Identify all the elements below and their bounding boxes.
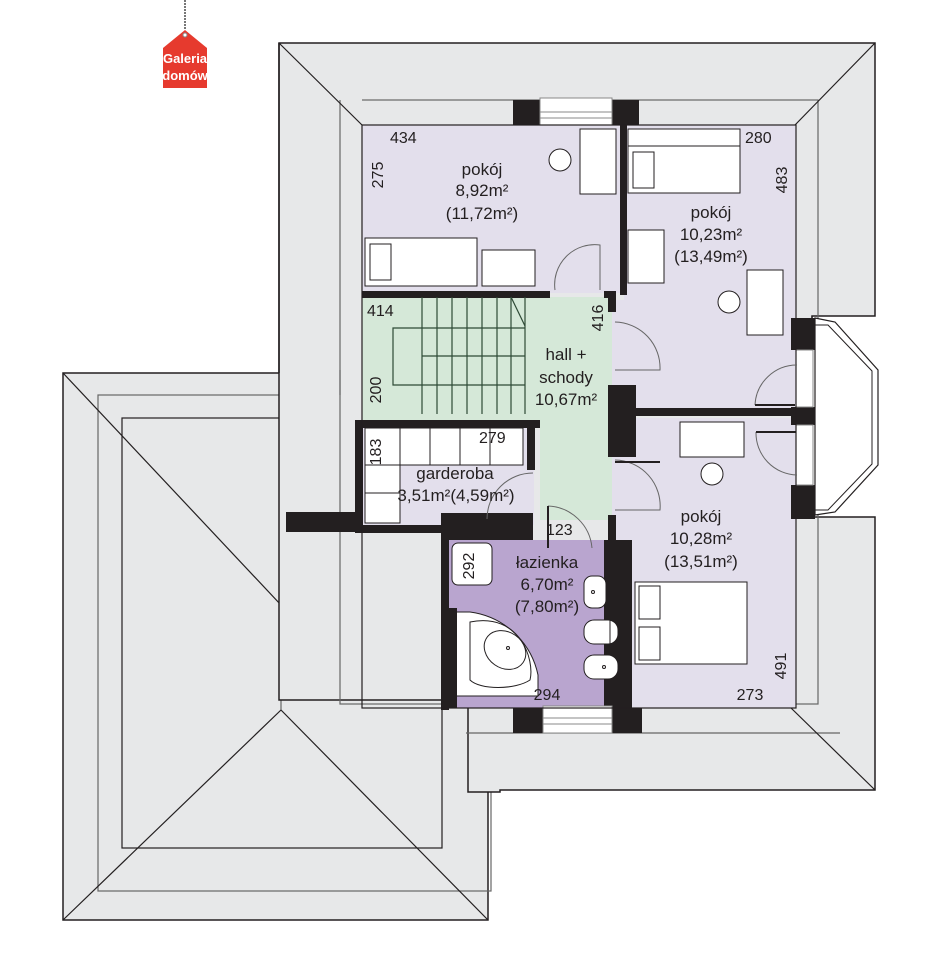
room-area: 10,67m² — [535, 390, 598, 409]
dim-123: 123 — [546, 522, 573, 539]
dim-294: 294 — [534, 687, 561, 704]
door-swing-bathroom — [547, 505, 593, 549]
room-area-total: (7,80m²) — [515, 597, 579, 616]
room-area: 3,51m²(4,59m²) — [397, 486, 514, 505]
dim-200: 200 — [368, 377, 385, 404]
desk-ne — [746, 269, 784, 336]
door-swing-nw — [554, 244, 601, 291]
room-name: pokój — [691, 203, 732, 222]
chair-ne — [717, 290, 741, 314]
room-name: garderoba — [416, 464, 494, 483]
nightstand — [481, 249, 536, 287]
label-bedroom-ne: 280 483 pokój 10,23m² (13,49m²) — [674, 130, 791, 266]
roof-west-strip — [280, 44, 362, 370]
door-swing-ne — [614, 321, 661, 371]
pillow-icon — [369, 243, 392, 281]
room-name: pokój — [681, 507, 722, 526]
room-area: 10,23m² — [680, 225, 743, 244]
dim-183: 183 — [368, 439, 385, 466]
galeria-domow-logo[interactable]: Galeria domów — [162, 0, 209, 88]
room-area: 8,92m² — [456, 181, 509, 200]
desk-nw — [579, 128, 617, 195]
logo-line-2: domów — [162, 68, 208, 83]
windows — [539, 97, 814, 734]
label-bathroom: 292 294 łazienka 6,70m² (7,80m²) — [461, 553, 579, 704]
dim-434: 434 — [390, 130, 417, 147]
room-name: łazienka — [516, 553, 579, 572]
room-area-total: (13,49m²) — [674, 247, 748, 266]
dim-279: 279 — [479, 430, 506, 447]
chair-se — [700, 462, 724, 486]
dim-416: 416 — [590, 305, 607, 332]
room-area: 6,70m² — [521, 575, 574, 594]
room-name: pokój — [462, 160, 503, 179]
window-bay-north — [795, 349, 814, 408]
room-name-line-1: hall + — [545, 345, 586, 364]
window-south — [542, 705, 613, 734]
furniture — [364, 128, 798, 708]
room-area-total: (11,72m²) — [446, 204, 518, 223]
label-hall: 414 200 416 123 hall + schody 10,67m² — [367, 303, 607, 539]
label-bedroom-nw: 434 275 pokój 8,92m² (11,72m²) — [370, 130, 518, 223]
room-hall — [362, 297, 612, 520]
dim-280: 280 — [745, 130, 772, 147]
shower-tray — [451, 542, 493, 586]
bay-window-roof — [814, 317, 879, 516]
dim-275: 275 — [370, 162, 387, 189]
chair-nw — [548, 148, 572, 172]
door-swing-bay-north — [754, 364, 798, 406]
room-name-line-2: schody — [539, 368, 593, 387]
room-area: 10,28m² — [670, 529, 733, 548]
toilet — [583, 619, 619, 645]
dresser-se — [679, 421, 745, 458]
wardrobe-ne — [627, 229, 665, 284]
dim-483: 483 — [774, 167, 791, 194]
room-area-total: (13,51m²) — [664, 552, 738, 571]
logo-tag-shape — [163, 30, 207, 88]
door-swing-bay-south — [755, 431, 798, 476]
staircase — [392, 296, 526, 414]
wardrobe-shelves — [364, 427, 524, 524]
window-bay-south — [795, 424, 814, 486]
label-bedroom-se: 273 491 pokój 10,28m² (13,51m²) — [664, 507, 790, 704]
dim-273: 273 — [737, 687, 764, 704]
dim-292: 292 — [461, 553, 478, 580]
logo-tag-hole — [182, 32, 188, 38]
logo-line-1: Galeria — [163, 51, 208, 66]
dim-414: 414 — [367, 303, 394, 320]
label-wardrobe: 279 183 garderoba 3,51m²(4,59m²) — [368, 430, 515, 505]
bidet — [583, 654, 619, 680]
pillow-icon — [638, 585, 661, 620]
pillow-icon — [632, 151, 655, 189]
pillow-icon — [638, 626, 661, 661]
dim-491: 491 — [773, 653, 790, 680]
door-swing-wardrobe — [486, 472, 534, 520]
